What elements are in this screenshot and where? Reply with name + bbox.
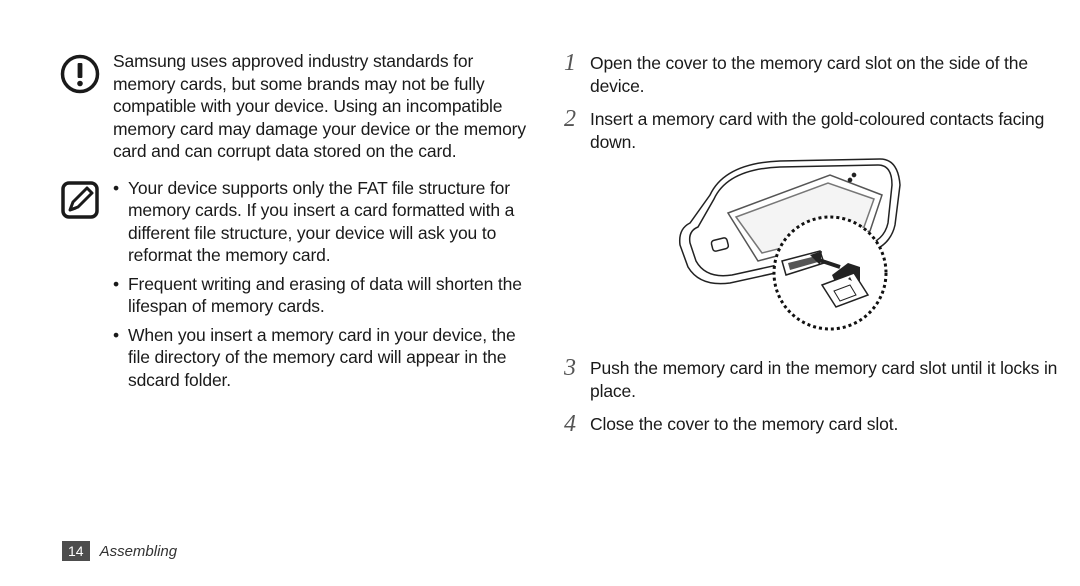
step-number: 3 <box>564 355 576 381</box>
step-text: Insert a memory card with the gold-colou… <box>590 109 1045 152</box>
step-3: 3 Push the memory card in the memory car… <box>552 355 1070 402</box>
card-slot-zoom-circle <box>772 215 888 331</box>
step-2: 2 Insert a memory card with the gold-col… <box>552 106 1070 153</box>
note-list: •Your device supports only the FAT file … <box>113 177 530 392</box>
left-column: Samsung uses approved industry standards… <box>60 50 530 397</box>
list-item: •When you insert a memory card in your d… <box>113 324 516 390</box>
step-text: Push the memory card in the memory card … <box>590 358 1058 401</box>
step-number: 2 <box>564 106 576 132</box>
list-item: •Frequent writing and erasing of data wi… <box>113 273 522 317</box>
step-text: Open the cover to the memory card slot o… <box>590 53 1028 96</box>
step-4: 4 Close the cover to the memory card slo… <box>552 411 1070 437</box>
warning-block: Samsung uses approved industry standards… <box>60 50 530 163</box>
warning-text: Samsung uses approved industry standards… <box>113 51 526 161</box>
section-name: Assembling <box>99 542 178 560</box>
memory-card-illustration <box>678 158 901 331</box>
exclamation-circle-icon <box>60 54 100 94</box>
step-number: 1 <box>564 50 576 76</box>
step-text: Close the cover to the memory card slot. <box>590 414 899 434</box>
page-number: 14 <box>62 541 90 561</box>
note-block: •Your device supports only the FAT file … <box>60 177 530 392</box>
step-number: 4 <box>564 411 576 437</box>
page-footer: 14 Assembling <box>62 540 177 562</box>
note-pencil-icon <box>61 180 99 219</box>
list-item: •Your device supports only the FAT file … <box>113 177 515 266</box>
step-1: 1 Open the cover to the memory card slot… <box>552 50 1070 97</box>
